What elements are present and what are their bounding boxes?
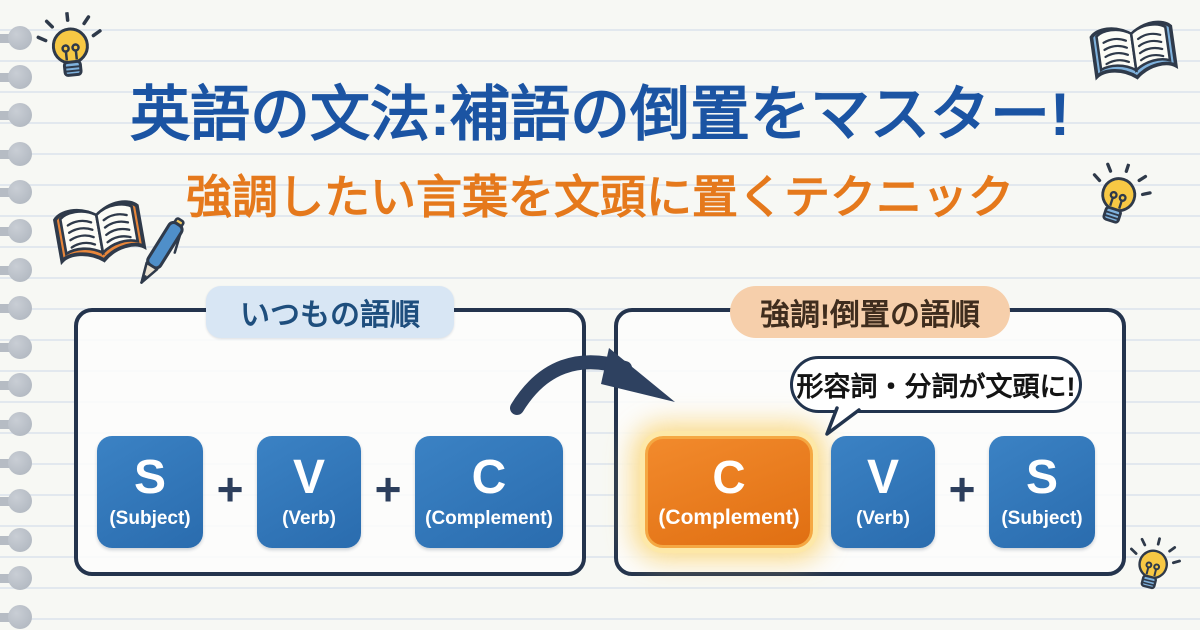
block-verb: V (Verb) [257, 436, 361, 548]
block-letter: V [292, 451, 325, 504]
binder-ring [0, 450, 34, 475]
block-label: (Subject) [1001, 508, 1083, 529]
usual-order-panel: いつもの語順 S (Subject) + V (Verb) + C (Compl… [74, 286, 586, 576]
curved-arrow-icon [510, 348, 675, 415]
binder-ring [0, 373, 34, 398]
binder-ring [0, 412, 34, 436]
block-complement-highlighted: C (Complement) [645, 436, 813, 548]
binder-ring [0, 489, 34, 514]
callout-bubble: 形容詞・分詞が文頭に! [790, 356, 1082, 436]
binder-ring [0, 566, 34, 591]
block-label: (Complement) [658, 506, 800, 529]
binder-ring [0, 605, 34, 629]
binder-ring [0, 26, 34, 50]
block-subject: S (Subject) [989, 436, 1095, 548]
usual-order-header: いつもの語順 [206, 286, 454, 338]
plus-sign: + [948, 463, 976, 515]
binder-ring [0, 141, 34, 166]
inverted-order-blocks: C (Complement) V (Verb) + S (Subject) [618, 436, 1122, 548]
binder-ring [0, 180, 34, 205]
binder-ring [0, 527, 34, 552]
block-label: (Verb) [282, 508, 336, 529]
block-label: (Subject) [109, 508, 191, 529]
binder-ring [0, 296, 34, 321]
block-letter: C [471, 451, 507, 504]
binder-ring [0, 257, 34, 282]
lightbulb-icon [36, 11, 102, 77]
bubble-tail [825, 406, 861, 436]
block-verb: V (Verb) [831, 436, 935, 548]
lightbulb-icon [1092, 162, 1152, 224]
binder-ring [0, 219, 34, 243]
block-subject: S (Subject) [97, 436, 203, 548]
lightbulb-icon [1130, 537, 1181, 590]
inverted-order-header: 強調!倒置の語順 [730, 286, 1010, 338]
open-book-icon [52, 200, 147, 266]
open-book-icon [1089, 20, 1179, 81]
spiral-binding [0, 0, 40, 630]
block-label: (Verb) [856, 508, 910, 529]
inverted-order-panel: 強調!倒置の語順 形容詞・分詞が文頭に! C (Complement) V (V… [614, 286, 1126, 576]
block-complement: C (Complement) [415, 436, 563, 548]
page-title: 英語の文法:補語の倒置をマスター! [130, 81, 1070, 148]
plus-sign: + [374, 463, 402, 515]
block-label: (Complement) [425, 508, 553, 529]
binder-ring [0, 64, 34, 89]
binder-ring [0, 103, 34, 128]
plus-sign: + [216, 463, 244, 515]
block-letter: V [866, 451, 899, 504]
binder-ring [0, 334, 34, 359]
usual-order-blocks: S (Subject) + V (Verb) + C (Complement) [78, 436, 582, 548]
block-letter: S [1025, 451, 1058, 504]
block-letter: S [133, 451, 166, 504]
callout-text: 形容詞・分詞が文頭に! [796, 372, 1076, 402]
page-subtitle: 強調したい言葉を文頭に置くテクニック [186, 171, 1014, 223]
pen-icon [140, 217, 185, 284]
block-letter: C [712, 451, 746, 503]
